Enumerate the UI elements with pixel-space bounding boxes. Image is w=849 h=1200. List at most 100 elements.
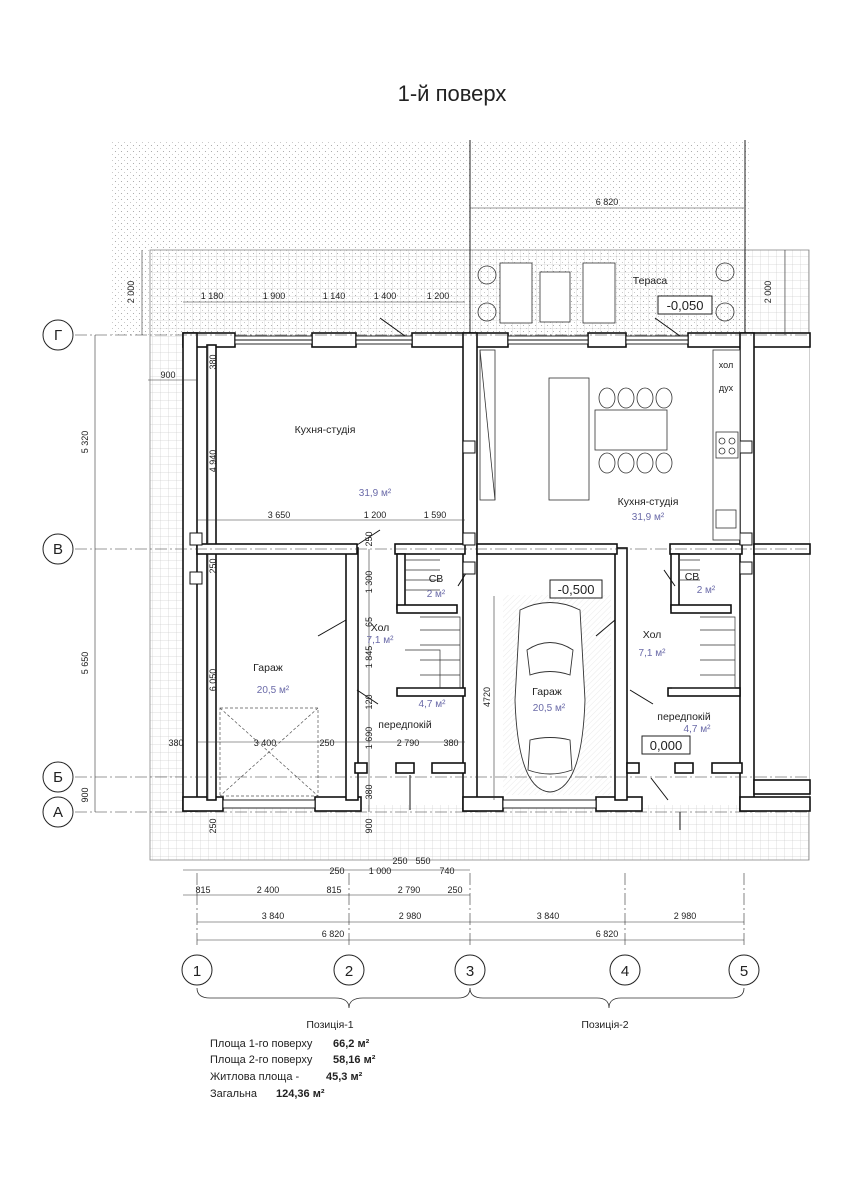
room-hall-left: Хол xyxy=(371,622,390,634)
dim-900-left: 900 xyxy=(160,370,175,380)
axis-marker-col xyxy=(728,954,760,986)
dim-top-chain: 1 140 xyxy=(323,291,346,301)
axis-label-col: 5 xyxy=(740,963,748,980)
dim-bottom-chain2: 3 840 xyxy=(262,911,285,921)
room-wc-left-area: 2 м² xyxy=(427,589,446,600)
dimension-lines xyxy=(94,207,786,941)
dim-740: 740 xyxy=(439,866,454,876)
level-box-terrace xyxy=(657,295,713,315)
dim-left-chain: 900 xyxy=(80,787,90,802)
appliance-oven-label: дух xyxy=(719,383,734,393)
axis-label-row: А xyxy=(53,804,63,821)
room-vestibule-right-area: 4,7 м² xyxy=(684,724,712,735)
room-wc-right: СВ xyxy=(685,571,700,583)
room-vestibule-left-area: 4,7 м² xyxy=(419,699,447,710)
dim-1690: 1 690 xyxy=(364,727,374,750)
dim-250-e: 250 xyxy=(329,866,344,876)
dim-left-chain: 5 320 xyxy=(80,431,90,454)
axis-label-col: 2 xyxy=(345,963,353,980)
room-hall-right: Хол xyxy=(643,629,662,641)
dim-bottom-total-right: 6 820 xyxy=(596,929,619,939)
level-terrace: -0,050 xyxy=(667,298,704,313)
axis-marker-row xyxy=(42,761,74,793)
dim-1000: 1 000 xyxy=(369,866,392,876)
dim-2790-a: 2 790 xyxy=(397,738,420,748)
dim-top-chain: 1 200 xyxy=(427,291,450,301)
room-wc-right-area: 2 м² xyxy=(697,585,716,596)
axis-label-row: В xyxy=(53,541,63,558)
room-kitchen-left-area: 31,9 м² xyxy=(359,488,392,499)
dim-terrace-right: 2 000 xyxy=(763,281,773,304)
axis-markers-cols: 1 2 3 4 5 xyxy=(181,954,760,986)
dim-top-chain: 1 900 xyxy=(263,291,286,301)
area-summary: Площа 1-го поверху 66,2 м² Площа 2-го по… xyxy=(210,1038,376,1100)
summary-value: 45,3 м² xyxy=(326,1071,363,1083)
dim-top-total: 6 820 xyxy=(596,197,619,207)
dim-bottom-chain1: 2 400 xyxy=(257,885,280,895)
dim-bottom-chain2: 2 980 xyxy=(399,911,422,921)
stairs xyxy=(400,559,736,689)
dim-bottom-chain1: 815 xyxy=(326,885,341,895)
room-kitchen-right: Кухня-студія xyxy=(618,496,679,508)
room-garage-left-area: 20,5 м² xyxy=(257,685,290,696)
axis-marker-row xyxy=(42,533,74,565)
dim-250-f: 250 xyxy=(392,856,407,866)
dim-1590: 1 590 xyxy=(424,510,447,520)
dim-top-chain: 1 400 xyxy=(374,291,397,301)
room-vestibule-left: передпокій xyxy=(378,719,432,731)
axis-marker-col xyxy=(333,954,365,986)
summary-label: Площа 2-го поверху xyxy=(210,1054,313,1066)
page-title: 1-й поверх xyxy=(398,81,507,106)
summary-label: Загальна xyxy=(210,1088,258,1100)
dim-4720: 4720 xyxy=(482,687,492,707)
dim-left-chain: 5 650 xyxy=(80,652,90,675)
room-hall-left-area: 7,1 м² xyxy=(367,635,395,646)
dim-top-chain: 1 180 xyxy=(201,291,224,301)
dim-550: 550 xyxy=(415,856,430,866)
room-hall-right-area: 7,1 м² xyxy=(639,648,667,659)
axis-label-col: 3 xyxy=(466,963,474,980)
summary-label: Житлова площа - xyxy=(210,1071,299,1083)
appliance-fridge-label: хол xyxy=(719,360,733,370)
dim-380-a: 380 xyxy=(208,354,218,369)
summary-label: Площа 1-го поверху xyxy=(210,1038,313,1050)
axis-label-col: 4 xyxy=(621,963,629,980)
level-box-garage xyxy=(549,579,603,599)
dim-1200: 1 200 xyxy=(364,510,387,520)
dim-bottom-chain2: 3 840 xyxy=(537,911,560,921)
dim-120: 120 xyxy=(364,694,374,709)
dim-250-a: 250 xyxy=(364,531,374,546)
windows xyxy=(222,335,689,809)
dim-380-c: 380 xyxy=(443,738,458,748)
level-box-ground xyxy=(641,735,691,755)
dim-1300: 1 300 xyxy=(364,571,374,594)
dim-900-b: 900 xyxy=(364,818,374,833)
room-garage-left: Гараж xyxy=(253,662,283,674)
plants xyxy=(477,262,735,322)
position-braces xyxy=(196,987,745,1009)
dim-380-b: 380 xyxy=(168,738,183,748)
dim-380-d: 380 xyxy=(364,784,374,799)
room-vestibule-right: передпокій xyxy=(657,711,711,723)
room-kitchen-left: Кухня-студія xyxy=(295,424,356,436)
terrace-furniture xyxy=(499,262,616,324)
dim-bottom-chain1: 815 xyxy=(195,885,210,895)
dim-terrace-left: 2 000 xyxy=(126,281,136,304)
room-garage-right-area: 20,5 м² xyxy=(533,703,566,714)
dim-250-b: 250 xyxy=(208,558,218,573)
axis-marker-col xyxy=(454,954,486,986)
dim-250-c: 250 xyxy=(319,738,334,748)
dim-bottom-total-left: 6 820 xyxy=(322,929,345,939)
level-ground: 0,000 xyxy=(650,738,683,753)
axis-marker-row xyxy=(42,319,74,351)
axis-markers-rows: Г В Б А xyxy=(42,319,74,828)
garage-door-left xyxy=(219,707,319,797)
dim-3400: 3 400 xyxy=(254,738,277,748)
kitchen-furniture xyxy=(479,349,741,541)
position-label-1: Позиція-1 xyxy=(306,1019,353,1031)
axis-marker-col xyxy=(181,954,213,986)
dim-6050: 6 050 xyxy=(208,669,218,692)
dim-bottom-chain1: 250 xyxy=(447,885,462,895)
axis-label-row: Г xyxy=(54,327,62,344)
